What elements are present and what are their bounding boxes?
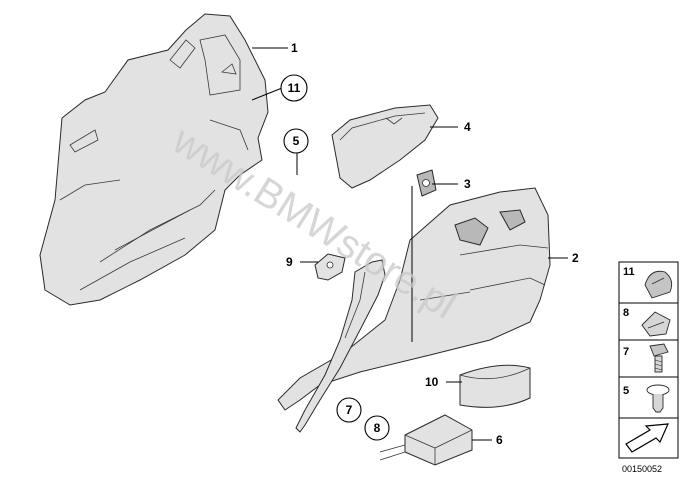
legend-clip-icon [644, 270, 673, 299]
bracket-small [416, 169, 437, 197]
callout-11: 11 [288, 81, 301, 95]
legend-bolt-icon [649, 343, 669, 373]
legend-spring-nut-icon [641, 311, 671, 337]
legend-label-5: 5 [623, 385, 629, 397]
legend-panel: 11 8 7 5 [618, 261, 679, 459]
callout-5-circle [283, 128, 309, 154]
cover-panel [331, 104, 439, 189]
leader-lines [251, 47, 568, 441]
callout-8-circle [364, 415, 390, 441]
legend-arrow-icon [625, 423, 669, 453]
callout-11-circle [280, 74, 308, 102]
callout-1: 1 [291, 41, 298, 55]
callout-3: 3 [464, 177, 471, 191]
callout-6: 6 [496, 433, 503, 447]
callout-2: 2 [572, 251, 579, 265]
callout-10: 10 [425, 375, 439, 389]
foam-block [459, 364, 531, 408]
legend-label-7: 7 [623, 346, 629, 358]
legend-label-11: 11 [623, 266, 635, 278]
bracket-box [379, 414, 473, 466]
callout-7-circle [336, 397, 362, 423]
callout-7: 7 [346, 403, 353, 417]
legend-label-8: 8 [623, 307, 629, 319]
callout-5: 5 [293, 134, 300, 148]
callout-4: 4 [464, 120, 471, 134]
legend-rivet-icon [646, 384, 670, 413]
callout-9: 9 [286, 255, 293, 269]
pillar-trim [295, 259, 386, 433]
clip-9 [314, 253, 346, 281]
side-trim-panel-left [39, 13, 269, 306]
diagram-id: 00150052 [622, 464, 662, 474]
callout-8: 8 [374, 421, 381, 435]
